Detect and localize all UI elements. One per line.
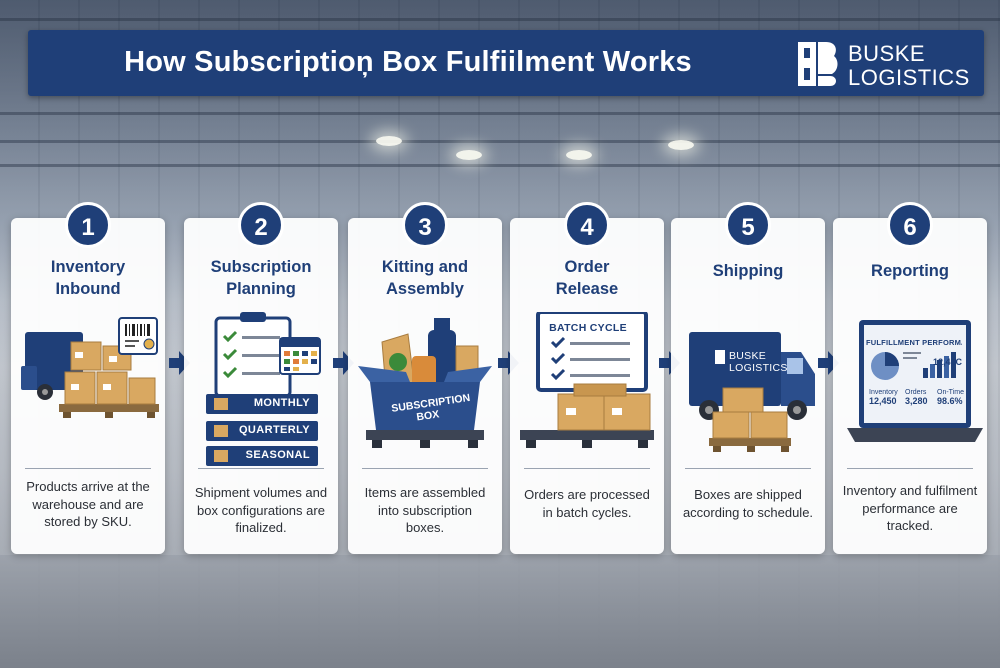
step-card-5: 5 Shipping BUSKE LOGISTICS Boxes are shi… (671, 202, 825, 554)
desc-line: in batch cycles. (542, 504, 632, 520)
step-title-line: Inventory (50, 258, 126, 276)
step-description: Orders are processed in batch cycles. (518, 486, 656, 521)
step-title-line: Assembly (386, 280, 464, 298)
page-title: How Subscriptioņ Box Fulfiilment Works (124, 46, 692, 78)
step-title: Reporting (839, 260, 981, 282)
desc-line: box configurations are (197, 502, 325, 518)
step-card-6: 6 Reporting FULFILLMENT PERFORMANCE 12,4… (833, 202, 987, 554)
kpi-label: Inventory (869, 389, 898, 396)
step-title: Subscription Planning (190, 256, 332, 300)
desc-line: performance are (862, 500, 958, 516)
truck-wordmark-line: BUSKE (729, 350, 767, 362)
logo-line-2: LOGISTICS (848, 65, 970, 90)
card-divider (685, 468, 811, 469)
step-card-4: 4 Order Release BATCH CYCLE Orders are p… (510, 202, 664, 554)
header-banner: How Subscriptioņ Box Fulfiilment Works B… (28, 30, 984, 96)
step-number-badge: 4 (564, 202, 610, 248)
plan-bar-monthly: MONTHLY (206, 394, 318, 414)
plan-label: MONTHLY (253, 397, 310, 409)
batch-cycle-label: BATCH CYCLE (549, 322, 627, 334)
step-title: Shipping (677, 260, 819, 282)
step-number-badge: 5 (725, 202, 771, 248)
step-title-line: Inbound (55, 280, 121, 298)
step-title-line: Reporting (871, 262, 949, 280)
desc-line: Shipment volumes and (194, 485, 328, 500)
flow-arrow-icon (818, 351, 839, 375)
plan-label: QUARTERLY (238, 424, 310, 436)
step-card-1: 1 Inventory Inbound Products arrive at t… (11, 202, 165, 554)
logo-line-1: BUSKE (848, 41, 926, 66)
desc-line: stored by SKU. (44, 514, 132, 529)
laptop-dashboard-icon (847, 320, 983, 442)
step-description: Products arrive at the warehouse and are… (19, 478, 157, 531)
flow-arrow-icon (333, 351, 354, 375)
step-description: Shipment volumes and box configurations … (192, 484, 330, 537)
step-title: Order Release (516, 256, 658, 300)
desc-line: warehouse and are (32, 496, 144, 512)
batch-cycle-board-icon (520, 312, 654, 448)
flow-arrow-icon (498, 351, 519, 375)
desc-line: tracked. (886, 518, 934, 533)
desc-line: Orders are processed (524, 487, 650, 502)
step-number-badge: 6 (887, 202, 933, 248)
truck-wordmark-line: LOGISTICS (729, 362, 788, 374)
step-card-3: 3 Kitting and Assembly SUBSCRIPTION BOX … (348, 202, 502, 554)
step-title-line: Order (564, 258, 610, 276)
step-card-2: 2 Subscription Planning MONTHLY QUARTERL… (184, 202, 338, 554)
step-title: Inventory Inbound (17, 256, 159, 300)
kpi-value: 3,280 (905, 396, 928, 406)
step-title-line: Planning (226, 280, 296, 298)
desc-line: according to schedule. (682, 504, 814, 520)
card-divider (524, 468, 650, 469)
company-logo: BUSKE LOGISTICS (796, 40, 986, 90)
step-title-line: Kitting and (381, 258, 469, 276)
card-divider (847, 468, 973, 469)
step-number-badge: 3 (402, 202, 448, 248)
delivery-truck-icon (21, 317, 159, 418)
step-description: Inventory and fulfilment performance are… (841, 482, 979, 535)
card-divider (362, 468, 488, 469)
step-title: Kitting and Assembly (354, 256, 496, 300)
step-title-line: Release (555, 280, 619, 298)
box-icon (214, 398, 228, 410)
kpi-label: On-Time (937, 389, 964, 396)
desc-line: finalized. (235, 520, 287, 535)
plan-bar-quarterly: QUARTERLY (206, 421, 318, 441)
dashboard-kpi-inventory: Inventory 12,450 (869, 388, 898, 406)
box-icon (214, 450, 228, 462)
desc-line: Boxes are shipped (694, 487, 802, 502)
kpi-value: 98.6% (937, 396, 963, 406)
buske-logo-icon (798, 42, 838, 86)
step-number-badge: 1 (65, 202, 111, 248)
desc-line: Products arrive at the (26, 479, 150, 494)
box-icon (214, 425, 228, 437)
plan-bar-seasonal: SEASONAL (206, 446, 318, 466)
dashboard-kpi-ontime: On-Time 98.6% (937, 388, 964, 406)
plan-label: SEASONAL (245, 449, 310, 461)
dashboard-title: FULFILLMENT PERFORMANCE (866, 338, 962, 347)
shipping-truck-icon (689, 332, 815, 452)
desc-line: Inventory and fulfilment (842, 483, 978, 498)
desc-line: into subscription (378, 502, 472, 518)
dashboard-kpi-orders: Orders 3,280 (905, 388, 928, 406)
step-description: Items are assembled into subscription bo… (356, 484, 494, 537)
desc-line: boxes. (405, 520, 445, 535)
subscription-box-icon (358, 318, 492, 448)
clipboard-calendar-icon (214, 312, 321, 398)
kpi-value: 12,450 (869, 396, 897, 406)
step-number-badge: 2 (238, 202, 284, 248)
flow-arrow-icon (169, 351, 190, 375)
dashboard-kpi-top: 12,45C (933, 357, 963, 367)
kpi-label: Orders (905, 389, 927, 396)
truck-wordmark: BUSKE LOGISTICS (729, 350, 788, 374)
step-title-line: Subscription (210, 258, 312, 276)
desc-line: Items are assembled (364, 485, 486, 500)
flow-arrow-icon (659, 351, 680, 375)
card-divider (25, 468, 151, 469)
card-divider (198, 468, 324, 469)
logo-wordmark: BUSKE LOGISTICS (848, 42, 970, 90)
step-description: Boxes are shipped according to schedule. (679, 486, 817, 521)
step-title-line: Shipping (712, 262, 784, 280)
